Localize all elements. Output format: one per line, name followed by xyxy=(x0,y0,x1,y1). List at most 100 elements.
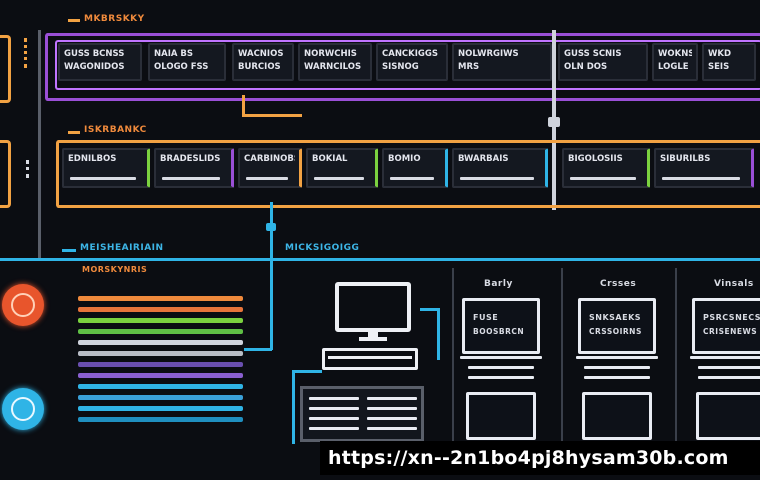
left-dots-mid xyxy=(26,160,35,178)
section1-cell-line1: WKD xyxy=(708,49,732,59)
right-divider-1 xyxy=(452,268,454,448)
section1-frame-outer xyxy=(45,33,760,101)
color-bar xyxy=(78,373,243,378)
section1-cell-line1: WACNIOS xyxy=(238,49,284,59)
section1-frame-inner xyxy=(55,40,760,90)
section1-cell-line2: SISNOG xyxy=(382,62,419,72)
connector-s2-down xyxy=(270,202,273,228)
column-screen-lower xyxy=(582,392,652,440)
section1-cell-line2: BURCIOS xyxy=(238,62,281,72)
section1-cell-line1: GUSS SCNIS xyxy=(564,49,622,59)
section2-cell-label: BRADESLIDS xyxy=(160,154,221,164)
section1-cell: GUSS SCNIS OLN DOS xyxy=(558,43,648,81)
column-screen-base xyxy=(690,356,760,359)
column-screen-line1: FUSE xyxy=(473,313,499,322)
monitor-base-stripe xyxy=(328,356,412,359)
column-stripe xyxy=(584,366,650,369)
color-bar xyxy=(78,340,243,345)
section2-cell-bar xyxy=(460,177,534,180)
section1-cell-line1: NOLWRGIWS xyxy=(458,49,519,59)
column-stripe xyxy=(698,366,760,369)
section1-cell: GUSS BCNSS WAGONIDOS xyxy=(58,43,142,81)
section3-header-left: MEISHEAIRIAIN xyxy=(80,243,164,253)
section1-cell-line2: OLN DOS xyxy=(564,62,608,72)
connector-server-right-v xyxy=(437,308,440,360)
section3-header-mid: MICKSIGOIGG xyxy=(285,243,360,253)
section1-cell-line1: CANCKIGGS xyxy=(382,49,438,59)
section1-cell: NAIA BS OLOGO FSS xyxy=(148,43,226,81)
section1-cell: WACNIOS BURCIOS xyxy=(232,43,294,81)
connector-server-left xyxy=(292,372,295,444)
section2-cell-label: BOMIO xyxy=(388,154,421,164)
section1-cell-line1: NAIA BS xyxy=(154,49,193,59)
right-divider-3 xyxy=(675,268,677,448)
footer-url[interactable]: https://xn--2n1bo4pj8hysam30b.com xyxy=(320,441,760,475)
column-screen-line2: CRSSOIRNS xyxy=(589,327,642,336)
section1-header-marker xyxy=(68,19,80,22)
color-bar xyxy=(78,307,243,312)
section1-cell-line2: OLOGO FSS xyxy=(154,62,209,72)
left-bracket-top xyxy=(0,35,11,103)
section1-header: MKBRSKKY xyxy=(84,14,145,24)
section2-cell-label: SIBURILBS xyxy=(660,154,711,164)
column-screen: PSRCSNECS CRISENEWS xyxy=(692,298,760,354)
column-screen-line1: SNKSAEKS xyxy=(589,313,642,322)
color-bar xyxy=(78,362,243,367)
section2-cell-label: BOKIAL xyxy=(312,154,348,164)
section1-cell-line2: LOGLE SLDS xyxy=(658,62,692,72)
connector-s1-h xyxy=(242,114,302,117)
connector-server-h xyxy=(292,370,322,373)
section2-cell-label: EDNILBOS xyxy=(68,154,117,164)
section2-cell: BIGOLOSIIS xyxy=(562,148,650,188)
column-stripe xyxy=(468,376,534,379)
section3-header-left-marker xyxy=(62,249,76,252)
section1-cell-line2: WAGONIDOS xyxy=(64,62,125,72)
monitor-base-unit xyxy=(322,348,418,370)
color-bar xyxy=(78,351,243,356)
column-stripe xyxy=(584,376,650,379)
section2-cell: BWARBAIS xyxy=(452,148,548,188)
column-title: Crsses xyxy=(600,279,637,289)
section2-cell-label: BWARBAIS xyxy=(458,154,509,164)
column-stripe xyxy=(468,366,534,369)
section1-cell-line1: GUSS BCNSS xyxy=(64,49,125,59)
connector-server-right xyxy=(420,308,440,311)
section1-cell: NOLWRGIWS MRS xyxy=(452,43,552,81)
section2-cell: CARBINOBS xyxy=(238,148,302,188)
section2-cell: BRADESLIDS xyxy=(154,148,234,188)
server-rack-icon xyxy=(300,386,424,442)
section1-cell: CANCKIGGS SISNOG xyxy=(376,43,448,81)
monitor-icon xyxy=(335,282,411,341)
orange-circle-icon xyxy=(2,284,44,326)
section2-cell-bar xyxy=(314,177,364,180)
left-dots-top xyxy=(24,38,33,68)
connector-s2-node xyxy=(266,223,276,231)
color-bar xyxy=(78,296,243,301)
section1-cell-line2: MRS xyxy=(458,62,480,72)
column-title: Vinsals xyxy=(714,279,754,289)
section2-header: ISKRBANKC xyxy=(84,125,147,135)
section2-cell-bar xyxy=(162,177,220,180)
section2-frame xyxy=(56,140,760,208)
column-title: Barly xyxy=(484,279,513,289)
section2-cell-bar xyxy=(570,177,636,180)
left-vertical-line xyxy=(38,30,41,260)
right-divider-2 xyxy=(561,268,563,448)
color-bar xyxy=(78,318,243,323)
connector-monitor-left xyxy=(270,228,273,350)
section2-cell-bar xyxy=(662,177,740,180)
connector-node xyxy=(548,117,560,127)
column-screen-line1: PSRCSNECS xyxy=(703,313,760,322)
cyan-circle-icon xyxy=(2,388,44,430)
section2-cell-bar xyxy=(246,177,288,180)
section3-line xyxy=(0,258,760,261)
section2-header-marker xyxy=(68,131,80,134)
column-stripe xyxy=(698,376,760,379)
column-screen-line2: CRISENEWS xyxy=(703,327,758,336)
section1-cell-line1: WOKNSNOD xyxy=(658,49,692,59)
column-screen-base xyxy=(460,356,542,359)
left-bracket-mid xyxy=(0,140,11,208)
